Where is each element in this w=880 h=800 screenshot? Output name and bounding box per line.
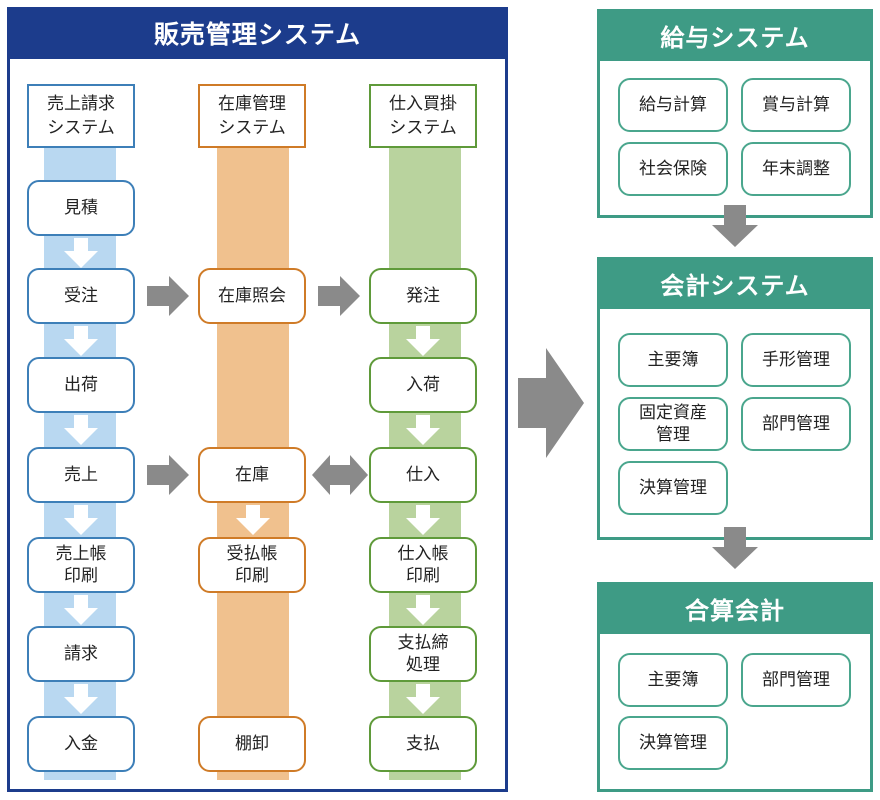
billing-down-arrow	[64, 684, 98, 714]
inventory-system-header: 在庫管理 システム	[198, 84, 306, 148]
inventory-step-stock: 在庫	[198, 447, 306, 503]
payroll-system-title: 給与システム	[597, 9, 873, 61]
billing-system-header: 売上請求 システム	[27, 84, 135, 148]
inventory-step-stock-inquiry: 在庫照会	[198, 268, 306, 324]
purchasing-down-arrow	[406, 505, 440, 535]
billing-down-arrow	[64, 505, 98, 535]
purchasing-down-arrow	[406, 415, 440, 445]
consolidated-module-department-management: 部門管理	[741, 653, 851, 707]
billing-step-estimate: 見積	[27, 180, 135, 236]
billing-step-shipment: 出荷	[27, 357, 135, 413]
purchasing-step-purchase-order: 発注	[369, 268, 477, 324]
purchasing-down-arrow	[406, 684, 440, 714]
payroll-module-bonus-calculation: 賞与計算	[741, 78, 851, 132]
stock-purchase-bidirectional-arrow	[312, 455, 368, 495]
billing-down-arrow	[64, 415, 98, 445]
order-to-stock-inquiry-arrow	[147, 276, 189, 316]
accounting-module-fixed-assets: 固定資産 管理	[618, 397, 728, 451]
billing-step-invoice: 請求	[27, 626, 135, 682]
accounting-module-department-management: 部門管理	[741, 397, 851, 451]
sales-to-stock-arrow	[147, 455, 189, 495]
inventory-down-arrow	[236, 505, 270, 535]
billing-step-order-received: 受注	[27, 268, 135, 324]
billing-down-arrow	[64, 326, 98, 356]
accounting-module-closing-management: 決算管理	[618, 461, 728, 515]
accounting-module-bills-management: 手形管理	[741, 333, 851, 387]
purchasing-step-purchase: 仕入	[369, 447, 477, 503]
payroll-module-social-insurance: 社会保険	[618, 142, 728, 196]
billing-down-arrow	[64, 595, 98, 625]
inventory-step-ledger-print: 受払帳 印刷	[198, 537, 306, 593]
purchasing-step-payment: 支払	[369, 716, 477, 772]
inventory-step-stocktaking: 棚卸	[198, 716, 306, 772]
billing-step-sales-ledger-print: 売上帳 印刷	[27, 537, 135, 593]
consolidated-module-closing-management: 決算管理	[618, 716, 728, 770]
accounting-module-main-books: 主要簿	[618, 333, 728, 387]
purchasing-step-receiving: 入荷	[369, 357, 477, 413]
billing-step-payment-received: 入金	[27, 716, 135, 772]
accounting-to-consolidated-arrow	[712, 527, 758, 569]
consolidated-accounting-title: 合算会計	[597, 582, 873, 634]
payroll-module-salary-calculation: 給与計算	[618, 78, 728, 132]
accounting-system-title: 会計システム	[597, 257, 873, 309]
purchasing-step-purchase-ledger-print: 仕入帳 印刷	[369, 537, 477, 593]
billing-step-sales: 売上	[27, 447, 135, 503]
purchasing-down-arrow	[406, 326, 440, 356]
sales-system-title: 販売管理システム	[7, 7, 508, 59]
payroll-to-accounting-arrow	[712, 205, 758, 247]
billing-down-arrow	[64, 238, 98, 268]
purchasing-down-arrow	[406, 595, 440, 625]
stock-inquiry-to-purchase-order-arrow	[318, 276, 360, 316]
sales-to-accounting-arrow	[518, 348, 584, 458]
purchasing-step-payment-closing: 支払締 処理	[369, 626, 477, 682]
payroll-module-year-end-adjustment: 年末調整	[741, 142, 851, 196]
consolidated-module-main-books: 主要簿	[618, 653, 728, 707]
purchasing-system-header: 仕入買掛 システム	[369, 84, 477, 148]
